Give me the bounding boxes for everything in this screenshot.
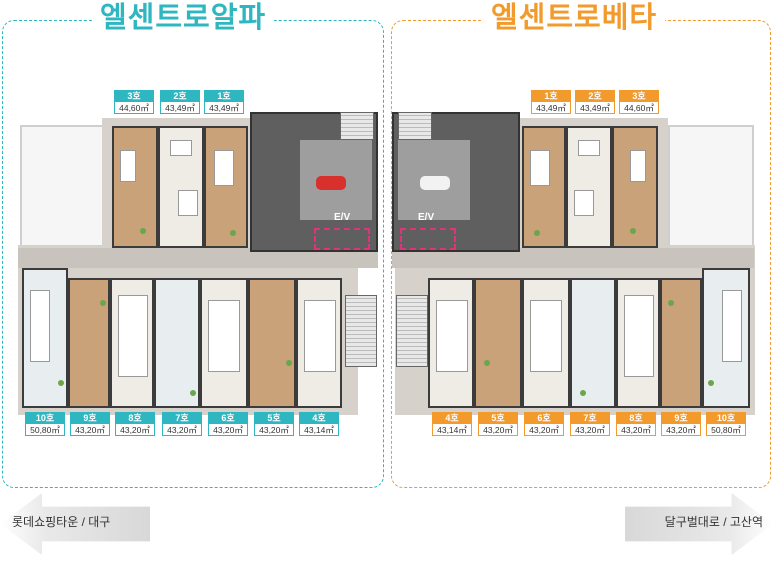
alpha-unit-4-label: 4호 43,14㎡ (299, 412, 339, 436)
alpha-unit-9-label: 9호 43,20㎡ (70, 412, 110, 436)
alpha-room-3 (112, 126, 158, 248)
plant (140, 228, 146, 234)
plant (58, 380, 64, 386)
alpha-title: 엘센트로알파 (92, 0, 275, 36)
desk (118, 295, 148, 377)
alpha-corridor (18, 248, 378, 268)
desk (120, 150, 136, 182)
plant (100, 300, 106, 306)
beta-unit-5-label: 5호 43,20㎡ (478, 412, 518, 436)
alpha-car-lift-vehicle (316, 176, 346, 190)
beta-unit-1-label: 1호 43,49㎡ (531, 90, 571, 114)
desk (722, 290, 742, 362)
plant (668, 300, 674, 306)
alpha-unit-3-label: 3호 44,60㎡ (114, 90, 154, 114)
plant (230, 230, 236, 236)
desk (208, 300, 240, 372)
beta-unit-9-label: 9호 43,20㎡ (661, 412, 701, 436)
plant (286, 360, 292, 366)
desk (178, 190, 198, 216)
alpha-stairs (345, 295, 377, 367)
beta-unit-4-label: 4호 43,14㎡ (432, 412, 472, 436)
beta-corridor (392, 248, 754, 268)
plant (534, 230, 540, 236)
beta-unit-6-label: 6호 43,20㎡ (524, 412, 564, 436)
beta-unit-8-label: 8호 43,20㎡ (616, 412, 656, 436)
alpha-room-7 (154, 278, 200, 408)
alpha-room-5 (248, 278, 296, 408)
beta-elevator-label: E/V (418, 212, 435, 223)
beta-room-9 (660, 278, 702, 408)
beta-unit-2-label: 2호 43,49㎡ (575, 90, 615, 114)
beta-room-5 (474, 278, 522, 408)
alpha-unit-8-label: 8호 43,20㎡ (115, 412, 155, 436)
desk (304, 300, 336, 372)
beta-car-lift-vehicle (420, 176, 450, 190)
desk (624, 295, 654, 377)
alpha-unit-5-label: 5호 43,20㎡ (254, 412, 294, 436)
desk (170, 140, 192, 156)
left-direction-label: 롯데쇼핑타운 / 대구 (12, 515, 111, 529)
alpha-terrace (20, 125, 106, 249)
alpha-unit-2-label: 2호 43,49㎡ (160, 90, 200, 114)
desk (578, 140, 600, 156)
plant (708, 380, 714, 386)
beta-terrace (668, 125, 754, 249)
beta-room-7 (570, 278, 616, 408)
alpha-unit-7-label: 7호 43,20㎡ (162, 412, 202, 436)
desk (574, 190, 594, 216)
desk (30, 290, 50, 362)
alpha-unit-1-label: 1호 43,49㎡ (204, 90, 244, 114)
plant (484, 360, 490, 366)
beta-unit-7-label: 7호 43,20㎡ (570, 412, 610, 436)
desk (530, 150, 550, 186)
alpha-unit-10-label: 10호 50,80㎡ (25, 412, 65, 436)
alpha-room-1 (204, 126, 248, 248)
plant (580, 390, 586, 396)
desk (436, 300, 468, 372)
desk (214, 150, 234, 186)
beta-room-1 (522, 126, 566, 248)
beta-room-3 (612, 126, 658, 248)
beta-unit-10-label: 10호 50,80㎡ (706, 412, 746, 436)
alpha-room-9 (68, 278, 110, 408)
alpha-unit-6-label: 6호 43,20㎡ (208, 412, 248, 436)
alpha-stairs-top (340, 112, 374, 140)
desk (530, 300, 562, 372)
alpha-elevator (314, 228, 370, 250)
beta-elevator (400, 228, 456, 250)
plant (630, 228, 636, 234)
plant (190, 390, 196, 396)
beta-stairs (396, 295, 428, 367)
alpha-elevator-label: E/V (334, 212, 351, 223)
right-direction-label: 달구벌대로 / 고산역 (664, 515, 763, 529)
beta-stairs-top (398, 112, 432, 140)
beta-unit-3-label: 3호 44,60㎡ (619, 90, 659, 114)
desk (630, 150, 646, 182)
beta-title: 엘센트로베타 (483, 0, 666, 36)
